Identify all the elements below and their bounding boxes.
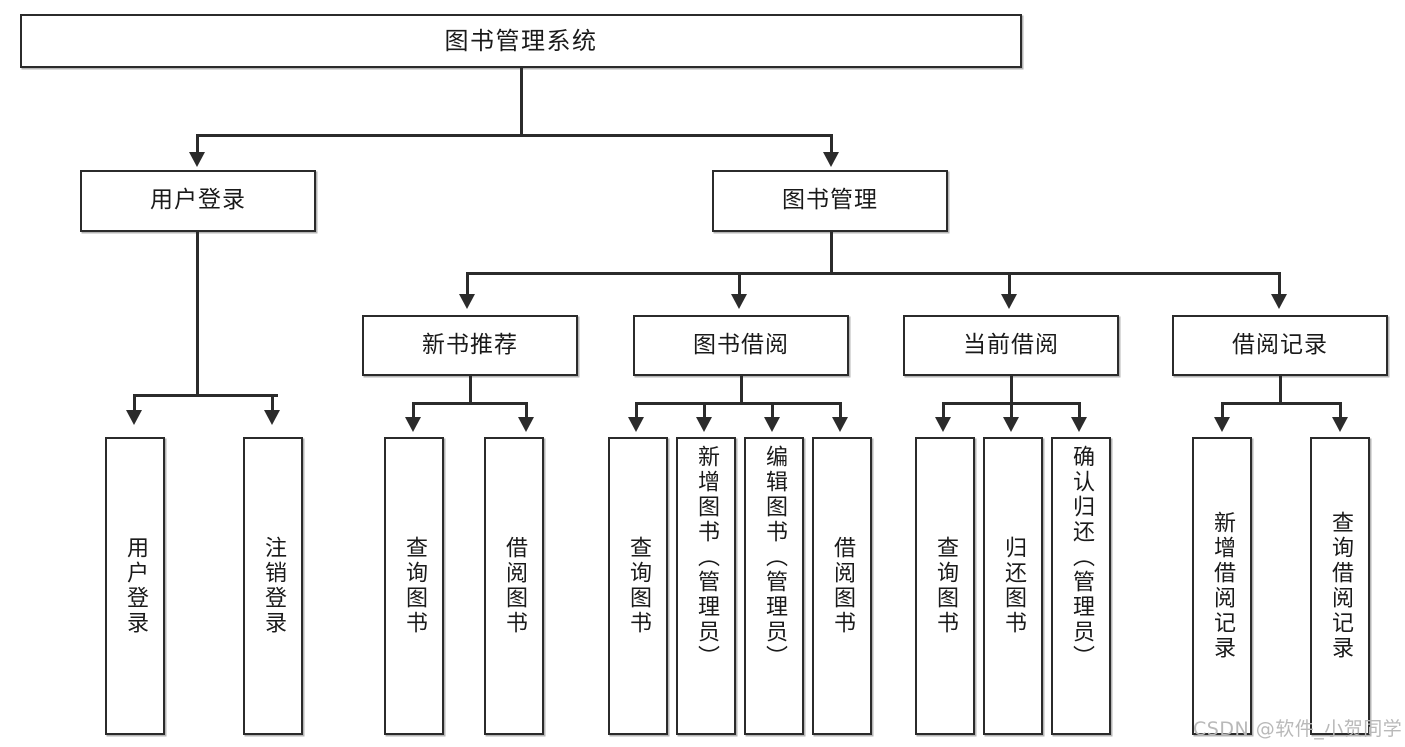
connector-user-login-to-leaf-1 xyxy=(133,394,136,412)
arrowhead-book-manage-to-book-borrow xyxy=(731,294,747,309)
arrowhead-current-borrow-to-leaf-3 xyxy=(1071,417,1087,432)
node-label: 新书推荐 xyxy=(422,331,518,358)
connector-book-borrow-to-leaf-3 xyxy=(771,402,774,419)
connector-root-stem xyxy=(520,68,523,134)
arrowhead-book-manage-to-new-book xyxy=(459,294,475,309)
arrowhead-borrow-record-to-leaf-1 xyxy=(1214,417,1230,432)
node-label: 归还图书 xyxy=(1001,536,1026,636)
node-leaf-user-login[interactable]: 用户登录 xyxy=(105,437,165,735)
node-label: 图书借阅 xyxy=(693,331,789,358)
arrowhead-book-borrow-to-leaf-3 xyxy=(764,417,780,432)
node-book-borrow[interactable]: 图书借阅 xyxy=(633,315,849,376)
connector-user-login-to-leaf-2 xyxy=(271,394,274,412)
connector-root-bus xyxy=(196,134,833,137)
arrowhead-root-to-user-login xyxy=(189,152,205,167)
node-leaf-add-borrow-record[interactable]: 新增借阅记录 xyxy=(1192,437,1252,735)
connector-book-borrow-bus xyxy=(635,402,840,405)
connector-book-manage-to-current-borrow xyxy=(1008,272,1011,296)
node-label: 注销登录 xyxy=(261,536,286,636)
node-leaf-query-borrow-record[interactable]: 查询借阅记录 xyxy=(1310,437,1370,735)
node-leaf-borrow-book-1[interactable]: 借阅图书 xyxy=(484,437,544,735)
node-book-management[interactable]: 图书管理 xyxy=(712,170,948,232)
node-leaf-query-book-3[interactable]: 查询图书 xyxy=(915,437,975,735)
node-label: 图书管理系统 xyxy=(444,26,598,55)
connector-user-login-stem xyxy=(196,232,199,397)
connector-borrow-record-bus xyxy=(1221,402,1339,405)
arrowhead-new-book-to-leaf-2 xyxy=(518,417,534,432)
connector-current-borrow-to-leaf-3 xyxy=(1078,402,1081,419)
arrowhead-book-borrow-to-leaf-2 xyxy=(696,417,712,432)
connector-book-manage-to-book-borrow xyxy=(738,272,741,296)
node-label: 查询借阅记录 xyxy=(1328,511,1353,661)
csdn-watermark: CSDN @软件_小贺同学 xyxy=(1193,718,1403,740)
node-label: 用户登录 xyxy=(150,187,246,214)
connector-book-manage-to-borrow-record xyxy=(1278,272,1281,296)
connector-new-book-to-leaf-2 xyxy=(525,402,528,419)
node-label: 借阅图书 xyxy=(830,536,855,636)
node-label: 新增图书（管理员） xyxy=(694,445,719,670)
node-new-book-recommend[interactable]: 新书推荐 xyxy=(362,315,578,376)
node-label: 确认归还（管理员） xyxy=(1069,445,1094,670)
connector-book-borrow-to-leaf-1 xyxy=(635,402,638,419)
node-borrow-record[interactable]: 借阅记录 xyxy=(1172,315,1388,376)
connector-borrow-record-to-leaf-2 xyxy=(1339,402,1342,419)
node-leaf-query-book-2[interactable]: 查询图书 xyxy=(608,437,668,735)
connector-book-manage-to-new-book xyxy=(466,272,469,296)
arrowhead-borrow-record-to-leaf-2 xyxy=(1332,417,1348,432)
connector-book-manage-bus xyxy=(466,272,1281,275)
node-root-book-management-system[interactable]: 图书管理系统 xyxy=(20,14,1022,68)
node-label: 当前借阅 xyxy=(963,331,1059,358)
node-leaf-add-book-admin[interactable]: 新增图书（管理员） xyxy=(676,437,736,735)
connector-current-borrow-to-leaf-1 xyxy=(942,402,945,419)
connector-borrow-record-stem xyxy=(1279,376,1282,404)
node-user-login[interactable]: 用户登录 xyxy=(80,170,316,232)
connector-book-borrow-stem xyxy=(740,376,743,404)
node-label: 查询图书 xyxy=(402,536,427,636)
node-label: 查询图书 xyxy=(933,536,958,636)
arrowhead-current-borrow-to-leaf-2 xyxy=(1003,417,1019,432)
node-leaf-confirm-return-admin[interactable]: 确认归还（管理员） xyxy=(1051,437,1111,735)
node-leaf-return-book[interactable]: 归还图书 xyxy=(983,437,1043,735)
node-label: 图书管理 xyxy=(782,187,878,214)
connector-book-manage-stem xyxy=(830,232,833,274)
connector-current-borrow-to-leaf-2 xyxy=(1010,402,1013,419)
connector-root-to-book-manage xyxy=(830,134,833,154)
connector-new-book-bus xyxy=(412,402,528,405)
arrowhead-user-login-to-leaf-1 xyxy=(126,410,142,425)
connector-book-borrow-to-leaf-4 xyxy=(839,402,842,419)
arrowhead-book-borrow-to-leaf-4 xyxy=(832,417,848,432)
arrowhead-book-manage-to-borrow-record xyxy=(1271,294,1287,309)
arrowhead-book-borrow-to-leaf-1 xyxy=(628,417,644,432)
connector-borrow-record-to-leaf-1 xyxy=(1221,402,1224,419)
node-leaf-logout-login[interactable]: 注销登录 xyxy=(243,437,303,735)
arrowhead-new-book-to-leaf-1 xyxy=(405,417,421,432)
arrowhead-root-to-book-manage xyxy=(823,152,839,167)
arrowhead-user-login-to-leaf-2 xyxy=(264,410,280,425)
node-label: 借阅记录 xyxy=(1232,331,1328,358)
arrowhead-current-borrow-to-leaf-1 xyxy=(935,417,951,432)
connector-user-login-bus xyxy=(133,394,278,397)
arrowhead-book-manage-to-current-borrow xyxy=(1001,294,1017,309)
node-current-borrow[interactable]: 当前借阅 xyxy=(903,315,1119,376)
node-leaf-borrow-book-2[interactable]: 借阅图书 xyxy=(812,437,872,735)
node-label: 编辑图书（管理员） xyxy=(762,445,787,670)
node-label: 用户登录 xyxy=(123,536,148,636)
connector-new-book-stem xyxy=(469,376,472,404)
node-label: 借阅图书 xyxy=(502,536,527,636)
node-label: 查询图书 xyxy=(626,536,651,636)
node-leaf-query-book-1[interactable]: 查询图书 xyxy=(384,437,444,735)
node-label: 新增借阅记录 xyxy=(1210,511,1235,661)
node-leaf-edit-book-admin[interactable]: 编辑图书（管理员） xyxy=(744,437,804,735)
connector-current-borrow-stem xyxy=(1010,376,1013,404)
connector-new-book-to-leaf-1 xyxy=(412,402,415,419)
connector-root-to-user-login xyxy=(196,134,199,154)
connector-book-borrow-to-leaf-2 xyxy=(703,402,706,419)
